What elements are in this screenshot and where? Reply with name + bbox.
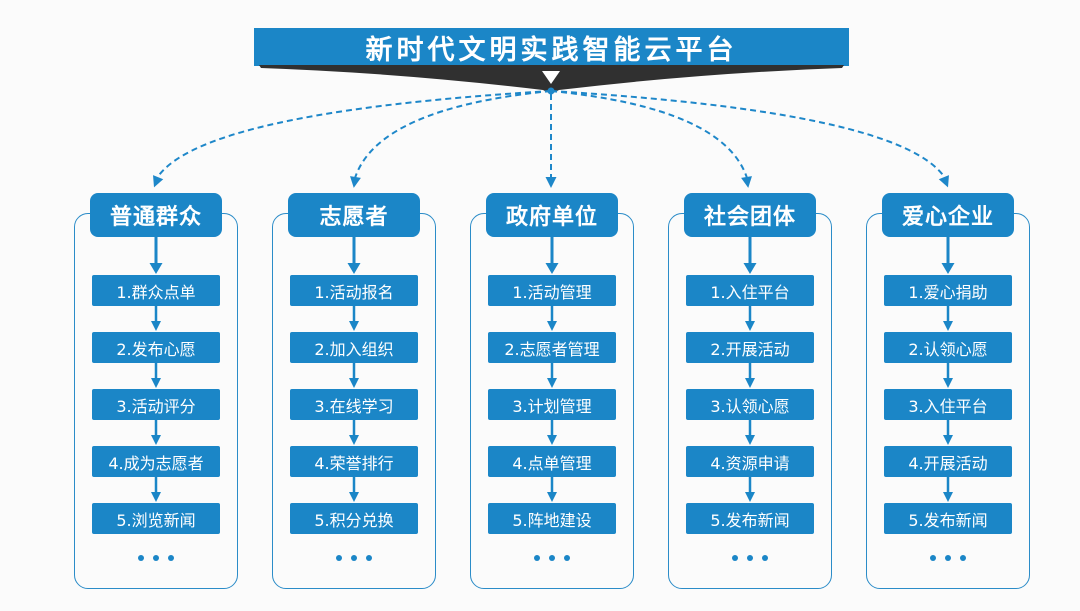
down-arrow-icon xyxy=(547,477,557,502)
down-arrow-icon xyxy=(745,477,755,502)
flow-step: 4.荣誉排行 xyxy=(290,446,418,477)
flow-step: 1.群众点单 xyxy=(92,275,220,306)
down-arrow-icon xyxy=(943,306,953,331)
down-arrow-icon xyxy=(349,363,359,388)
down-arrow-icon xyxy=(547,420,557,445)
column-header: 普通群众 xyxy=(90,193,222,237)
flow-step: 2.加入组织 xyxy=(290,332,418,363)
flow-step: 5.浏览新闻 xyxy=(92,503,220,534)
down-arrow-icon xyxy=(745,420,755,445)
down-arrow-icon xyxy=(151,363,161,388)
flow-step: 4.开展活动 xyxy=(884,446,1012,477)
column-enterprises: 爱心企业 1.爱心捐助 2.认领心愿 3.入住平台 4.开展活动 5.发布新闻 xyxy=(849,193,1047,595)
down-arrow-icon xyxy=(745,306,755,331)
platform-title-banner: 新时代文明实践智能云平台 xyxy=(254,28,849,66)
flow-step: 3.认领心愿 xyxy=(686,389,814,420)
down-arrow-icon xyxy=(545,237,559,274)
down-arrow-icon xyxy=(151,306,161,331)
column-header: 爱心企业 xyxy=(882,193,1014,237)
down-arrow-icon xyxy=(151,477,161,502)
column-government: 政府单位 1.活动管理 2.志愿者管理 3.计划管理 4.点单管理 5.阵地建设 xyxy=(453,193,651,595)
flow-step: 1.入住平台 xyxy=(686,275,814,306)
down-arrow-icon xyxy=(943,363,953,388)
column-header: 社会团体 xyxy=(684,193,816,237)
flow-step: 1.爱心捐助 xyxy=(884,275,1012,306)
flow-step: 5.发布新闻 xyxy=(686,503,814,534)
flow-step: 4.资源申请 xyxy=(686,446,814,477)
flow-step: 1.活动报名 xyxy=(290,275,418,306)
ellipsis-dots xyxy=(930,555,966,561)
flow-step: 4.成为志愿者 xyxy=(92,446,220,477)
column-volunteers: 志愿者 1.活动报名 2.加入组织 3.在线学习 4.荣誉排行 5.积分兑换 xyxy=(255,193,453,595)
column-public: 普通群众 1.群众点单 2.发布心愿 3.活动评分 4.成为志愿者 5.浏览新闻 xyxy=(57,193,255,595)
flow-step: 3.活动评分 xyxy=(92,389,220,420)
flow-step: 3.入住平台 xyxy=(884,389,1012,420)
flow-step: 2.认领心愿 xyxy=(884,332,1012,363)
down-arrow-icon xyxy=(349,420,359,445)
down-arrow-icon xyxy=(943,420,953,445)
flow-step: 2.发布心愿 xyxy=(92,332,220,363)
down-arrow-icon xyxy=(151,420,161,445)
column-header: 政府单位 xyxy=(486,193,618,237)
down-arrow-icon xyxy=(941,237,955,274)
ellipsis-dots xyxy=(534,555,570,561)
down-arrow-icon xyxy=(547,363,557,388)
page-title: 新时代文明实践智能云平台 xyxy=(365,34,738,66)
flow-step: 5.发布新闻 xyxy=(884,503,1012,534)
flow-step: 5.阵地建设 xyxy=(488,503,616,534)
down-arrow-icon xyxy=(349,477,359,502)
down-arrow-icon xyxy=(547,306,557,331)
flow-step: 3.在线学习 xyxy=(290,389,418,420)
down-arrow-icon xyxy=(743,237,757,274)
ribbon-down-arrow-icon xyxy=(259,65,844,94)
flow-step: 2.志愿者管理 xyxy=(488,332,616,363)
down-arrow-icon xyxy=(149,237,163,274)
flow-step: 4.点单管理 xyxy=(488,446,616,477)
column-social-groups: 社会团体 1.入住平台 2.开展活动 3.认领心愿 4.资源申请 5.发布新闻 xyxy=(651,193,849,595)
down-arrow-icon xyxy=(347,237,361,274)
flow-step: 5.积分兑换 xyxy=(290,503,418,534)
column-header: 志愿者 xyxy=(288,193,420,237)
flow-step: 3.计划管理 xyxy=(488,389,616,420)
down-arrow-icon xyxy=(745,363,755,388)
ellipsis-dots xyxy=(732,555,768,561)
ellipsis-dots xyxy=(336,555,372,561)
ellipsis-dots xyxy=(138,555,174,561)
down-arrow-icon xyxy=(349,306,359,331)
down-arrow-icon xyxy=(943,477,953,502)
flow-step: 2.开展活动 xyxy=(686,332,814,363)
flow-step: 1.活动管理 xyxy=(488,275,616,306)
